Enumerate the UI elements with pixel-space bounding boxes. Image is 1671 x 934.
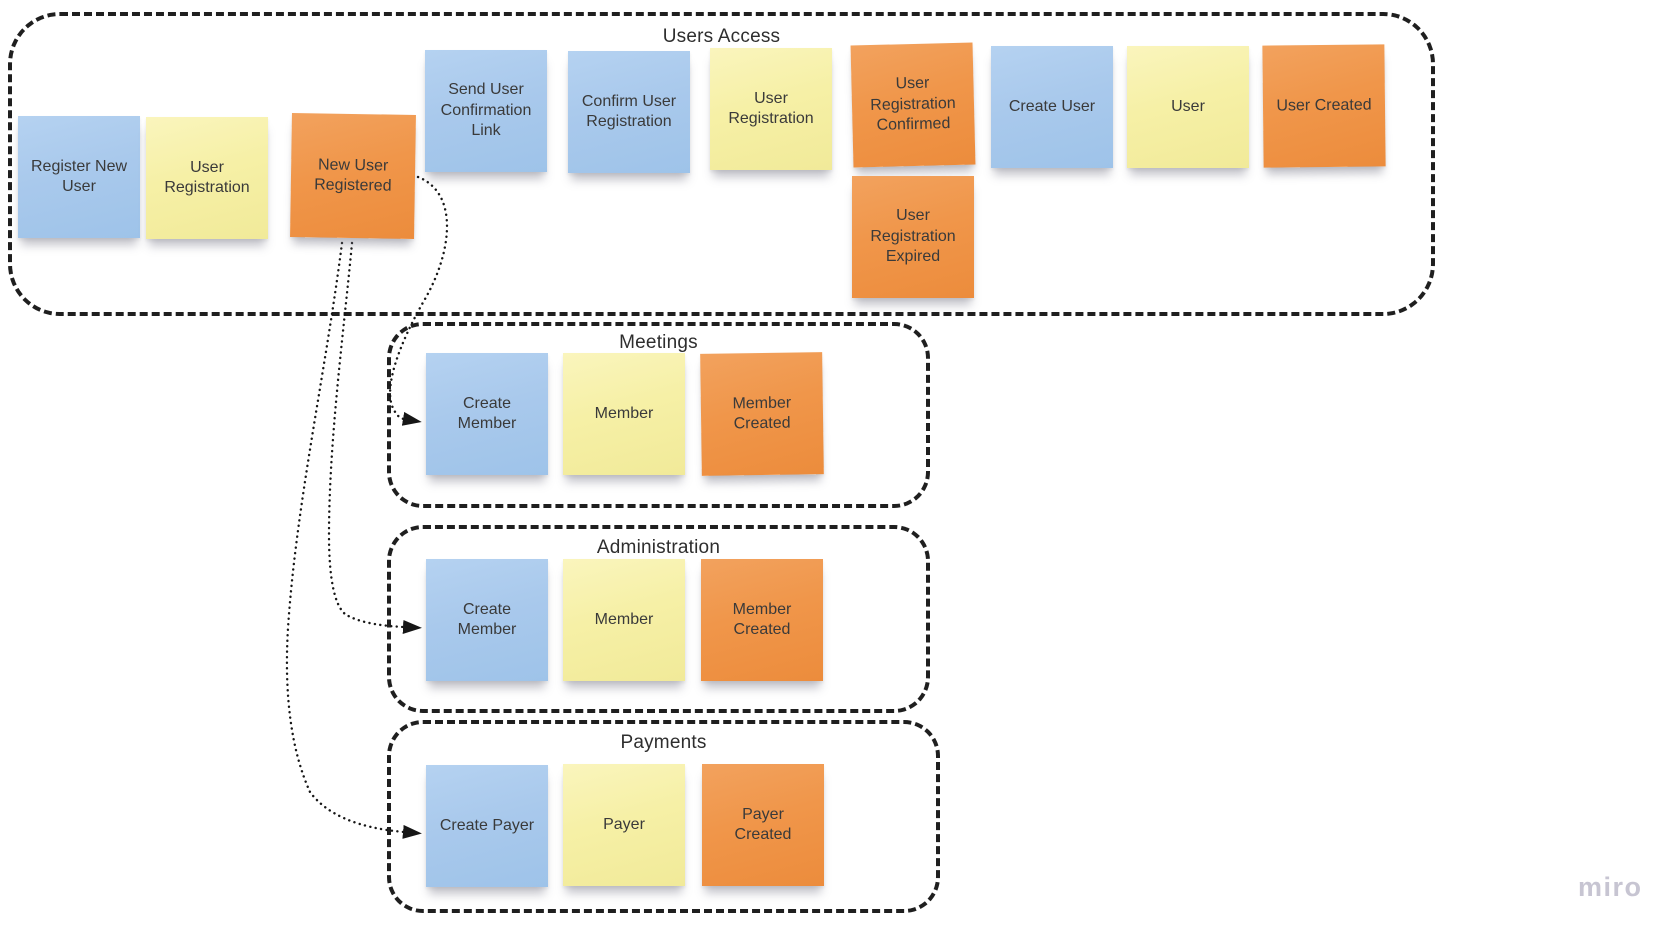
sticky-note-user-registration-yellow[interactable]: User Registration xyxy=(710,48,832,170)
frame-title-payments[interactable]: Payments xyxy=(620,732,707,753)
frame-users-access[interactable]: Users Access xyxy=(8,12,1435,316)
connector-new-user-registered-to-payments[interactable] xyxy=(285,241,422,839)
miro-logo: miro xyxy=(1578,872,1643,902)
sticky-note-administration-create-member[interactable]: Create Member xyxy=(426,559,548,681)
sticky-note-administration-member[interactable]: Member xyxy=(563,559,685,681)
sticky-note-payer[interactable]: Payer xyxy=(563,764,685,886)
frame-title-administration[interactable]: Administration xyxy=(596,537,721,558)
sticky-note-user-registration-left[interactable]: User Registration xyxy=(146,117,268,239)
frame-title-users-access[interactable]: Users Access xyxy=(662,26,781,47)
sticky-note-meetings-create-member[interactable]: Create Member xyxy=(426,353,548,475)
sticky-note-payer-created[interactable]: Payer Created xyxy=(702,764,824,886)
frame-title-meetings[interactable]: Meetings xyxy=(619,332,698,353)
sticky-note-meetings-member[interactable]: Member xyxy=(563,353,685,475)
sticky-note-create-user[interactable]: Create User xyxy=(991,46,1113,168)
sticky-note-user[interactable]: User xyxy=(1127,46,1249,168)
sticky-note-send-user-confirmation-link[interactable]: Send User Confirmation Link xyxy=(425,50,547,172)
sticky-note-confirm-user-registration[interactable]: Confirm User Registration xyxy=(568,51,690,173)
sticky-note-new-user-registered[interactable]: New User Registered xyxy=(290,113,416,239)
sticky-note-create-payer[interactable]: Create Payer xyxy=(426,765,548,887)
sticky-note-meetings-member-created[interactable]: Member Created xyxy=(700,352,824,476)
sticky-note-user-registration-confirmed[interactable]: User Registration Confirmed xyxy=(850,42,976,168)
sticky-note-user-created[interactable]: User Created xyxy=(1262,44,1386,168)
sticky-note-user-registration-expired[interactable]: User Registration Expired xyxy=(852,176,974,298)
sticky-note-administration-member-created[interactable]: Member Created xyxy=(701,559,823,681)
sticky-note-register-new-user[interactable]: Register New User xyxy=(18,116,140,238)
